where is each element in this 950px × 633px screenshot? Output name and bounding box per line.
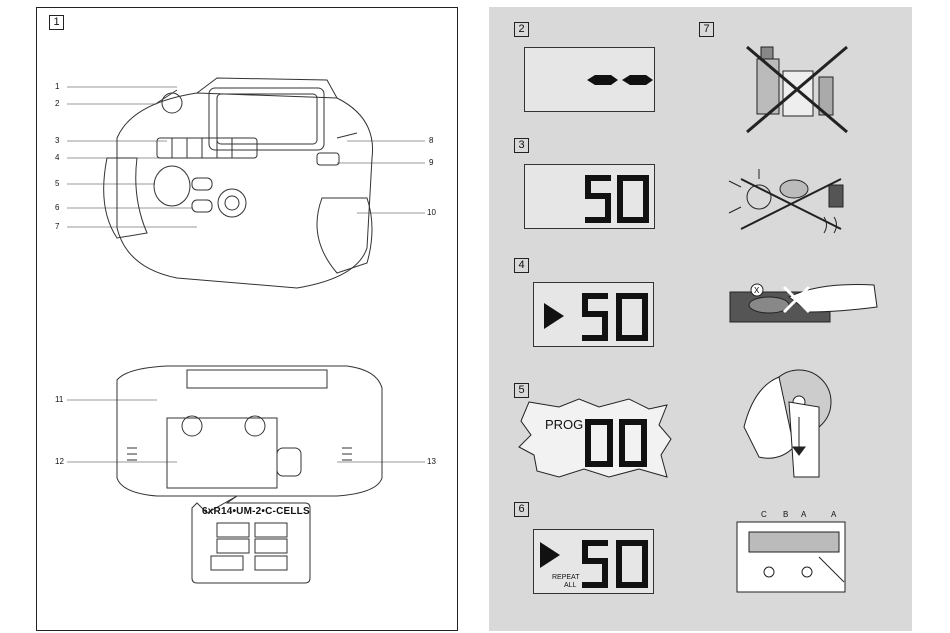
figure-number-6: 6 — [514, 502, 529, 517]
no-touch-lens-icon — [729, 283, 878, 323]
lcd-display-fig4 — [533, 282, 654, 347]
disc-cleaning-icon — [743, 369, 832, 478]
tape-deck-heads-icon — [736, 521, 846, 593]
deck-label-a1: A — [801, 510, 807, 519]
callout-5: 5 — [55, 179, 60, 188]
safety-illustrations: X — [728, 45, 878, 593]
digits-20-fig3 — [585, 175, 649, 223]
callout-2: 2 — [55, 99, 60, 108]
callout-7: 7 — [55, 222, 60, 231]
deck-label-c: C — [761, 510, 767, 519]
callout-12: 12 — [55, 457, 64, 466]
figure-number-7: 7 — [699, 22, 714, 37]
repeat-label: REPEAT — [552, 574, 580, 581]
prog-label: PROG — [545, 417, 584, 432]
figure-number-3: 3 — [514, 138, 529, 153]
no-heat-sun-icon — [728, 169, 844, 234]
dash-segments — [587, 75, 653, 85]
callout-6: 6 — [55, 203, 60, 212]
no-touch-mark: X — [754, 286, 760, 295]
figure-number-1: 1 — [49, 15, 64, 30]
figures-2-7-panel: 2 3 4 5 6 7 — [489, 7, 912, 631]
boombox-front-illustration — [67, 77, 425, 289]
figure-number-5: 5 — [514, 383, 529, 398]
deck-label-a2: A — [831, 510, 837, 519]
lcd-display-fig6: REPEAT ALL — [533, 529, 654, 594]
callout-3: 3 — [55, 136, 60, 145]
figure-number-4: 4 — [514, 258, 529, 273]
no-chemicals-icon — [746, 45, 848, 134]
callout-1: 1 — [55, 82, 60, 91]
battery-spec-label: 6xR14•UM-2•C-CELLS — [202, 506, 310, 517]
callout-11: 11 — [55, 395, 64, 404]
boombox-back-illustration — [67, 365, 425, 584]
play-20-fig4 — [544, 293, 648, 341]
callout-13: 13 — [427, 457, 436, 466]
prog-starburst-display — [518, 398, 672, 478]
callout-4: 4 — [55, 153, 60, 162]
all-label: ALL — [564, 582, 577, 589]
figure-1-panel: 1 — [36, 7, 458, 631]
deck-label-b: B — [783, 510, 789, 519]
lcd-display-fig3 — [524, 164, 655, 229]
figure-number-2: 2 — [514, 22, 529, 37]
callout-9: 9 — [429, 158, 434, 167]
lcd-display-fig2 — [524, 47, 655, 112]
callout-10: 10 — [427, 208, 436, 217]
callout-8: 8 — [429, 136, 434, 145]
play-repeat-20-fig6 — [540, 540, 648, 588]
